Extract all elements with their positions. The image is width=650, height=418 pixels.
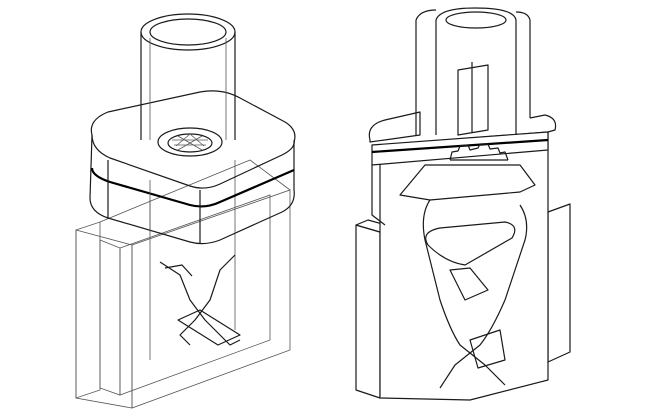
mouthpiece-tube (140, 13, 236, 140)
lower-housing (75, 159, 291, 409)
mesh-grid (157, 127, 223, 157)
mouthpiece-tube-section (415, 7, 531, 136)
upper-body (89, 90, 296, 245)
x-spring (159, 254, 241, 346)
transparent-isometric-view (75, 13, 296, 409)
x-spring (422, 199, 528, 389)
sectioned-isometric-view (355, 7, 571, 401)
sectioned-body (368, 111, 557, 401)
mesh-grid (449, 143, 509, 161)
